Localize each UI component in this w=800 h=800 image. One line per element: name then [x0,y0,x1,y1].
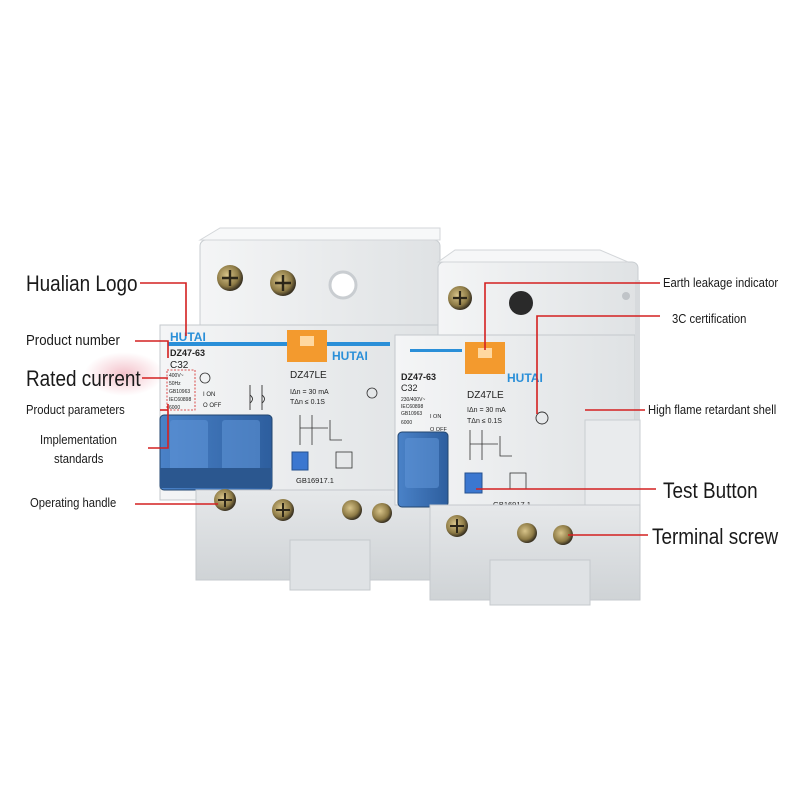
left-param-3: GB10963 [169,389,190,395]
right-model-number: DZ47-63 [401,372,436,382]
left-param-1: 400V~ [169,373,184,379]
right-3c-mark-icon [535,411,549,425]
callout-line-implementation-standards [148,404,169,449]
label-implementation: Implementation [40,433,117,447]
left-module-model: DZ47LE [290,370,327,381]
right-operating-handle[interactable] [397,431,449,508]
right-module-brand: HUTAI [507,371,543,385]
right-bottom-screw-2-icon [517,523,537,543]
right-param-4: 6000 [401,420,412,426]
right-test-button[interactable] [464,472,483,494]
left-trip-time: TΔn ≤ 0.1S [290,399,325,406]
left-rating: C32 [170,360,189,371]
label-standards: standards [54,452,104,466]
left-operating-handle[interactable] [159,414,273,491]
callout-line-product-number [135,340,169,358]
label-terminal-screw: Terminal screw [652,524,779,549]
label-operating-handle: Operating handle [30,496,117,510]
right-on-label: I ON [430,414,441,420]
right-rating: C32 [401,383,418,393]
callout-line-hualian-logo [140,282,187,336]
label-rated-current: Rated current [26,366,141,391]
right-bottom-screw-3-icon [553,525,573,545]
rated-current-highlight [84,352,164,396]
left-3c-mark-icon [199,372,211,384]
right-off-label: O OFF [430,427,447,433]
label-3c-certification: 3C certification [672,312,747,326]
left-on-label: I ON [203,392,215,398]
left-standard: GB16917.1 [296,476,334,485]
left-param-2: 50Hz [169,381,181,387]
right-param-1: 230/400V~ [401,397,425,403]
left-bottom-screw-4-icon [372,503,392,523]
left-param-4: IEC60898 [169,397,191,403]
left-brand-logo: HUTAI [170,330,206,344]
label-high-flame-retardant-shell: High flame retardant shell [648,403,777,417]
label-product-number: Product number [26,332,120,349]
right-param-3: GB10963 [401,411,422,417]
right-param-2: IEC60898 [401,404,423,410]
left-module-brand: HUTAI [332,349,368,363]
label-earth-leakage-indicator: Earth leakage indicator [663,276,779,290]
callout-line-earth-leakage [484,282,660,350]
callout-line-3c [536,315,660,414]
label-product-parameters: Product parameters [26,403,125,417]
left-bottom-screw-3-icon [342,500,362,520]
right-leakage-current: IΔn = 30 mA [467,407,506,414]
left-param-5: 6000 [169,405,180,411]
label-hualian-logo: Hualian Logo [26,271,138,296]
label-test-button: Test Button [663,478,758,503]
left-test-button[interactable] [291,451,309,471]
right-trip-time: TΔn ≤ 0.1S [467,418,502,425]
callout-lines [135,282,660,536]
right-module-model: DZ47LE [467,390,504,401]
left-leakage-current: IΔn = 30 mA [290,389,329,396]
left-model-number: DZ47-63 [170,348,205,358]
left-off-label: O OFF [203,403,222,409]
